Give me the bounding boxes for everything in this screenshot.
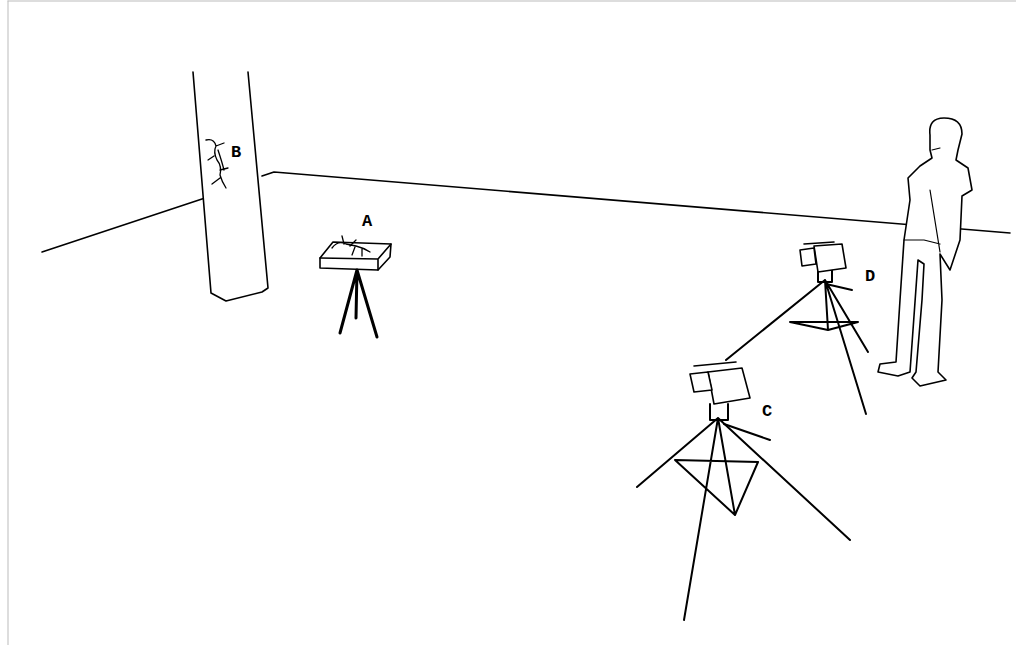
camera-lens: [800, 248, 816, 266]
tripod: [637, 418, 850, 620]
wall-edge: [42, 198, 205, 252]
camera-lens: [690, 372, 712, 392]
camera-handle: [804, 242, 834, 244]
part-label: A: [362, 213, 372, 230]
part-label: C: [762, 403, 772, 420]
man-detail: [904, 148, 940, 252]
pillar: [193, 72, 268, 301]
tripod-head: [710, 404, 770, 440]
wall-edge: [262, 172, 1010, 233]
lizard-figure: [332, 236, 370, 256]
part-label: D: [865, 268, 875, 285]
part-label: B: [231, 144, 241, 161]
camera-body: [708, 368, 750, 404]
frame-line: [8, 1, 1016, 2]
standing-man: [878, 118, 972, 386]
table-leg: [340, 270, 377, 337]
frame-line: [8, 1, 9, 645]
camera-body: [814, 244, 846, 272]
table-edge: [320, 244, 391, 270]
lizard-figure: [206, 140, 228, 188]
camera-handle: [694, 362, 736, 366]
